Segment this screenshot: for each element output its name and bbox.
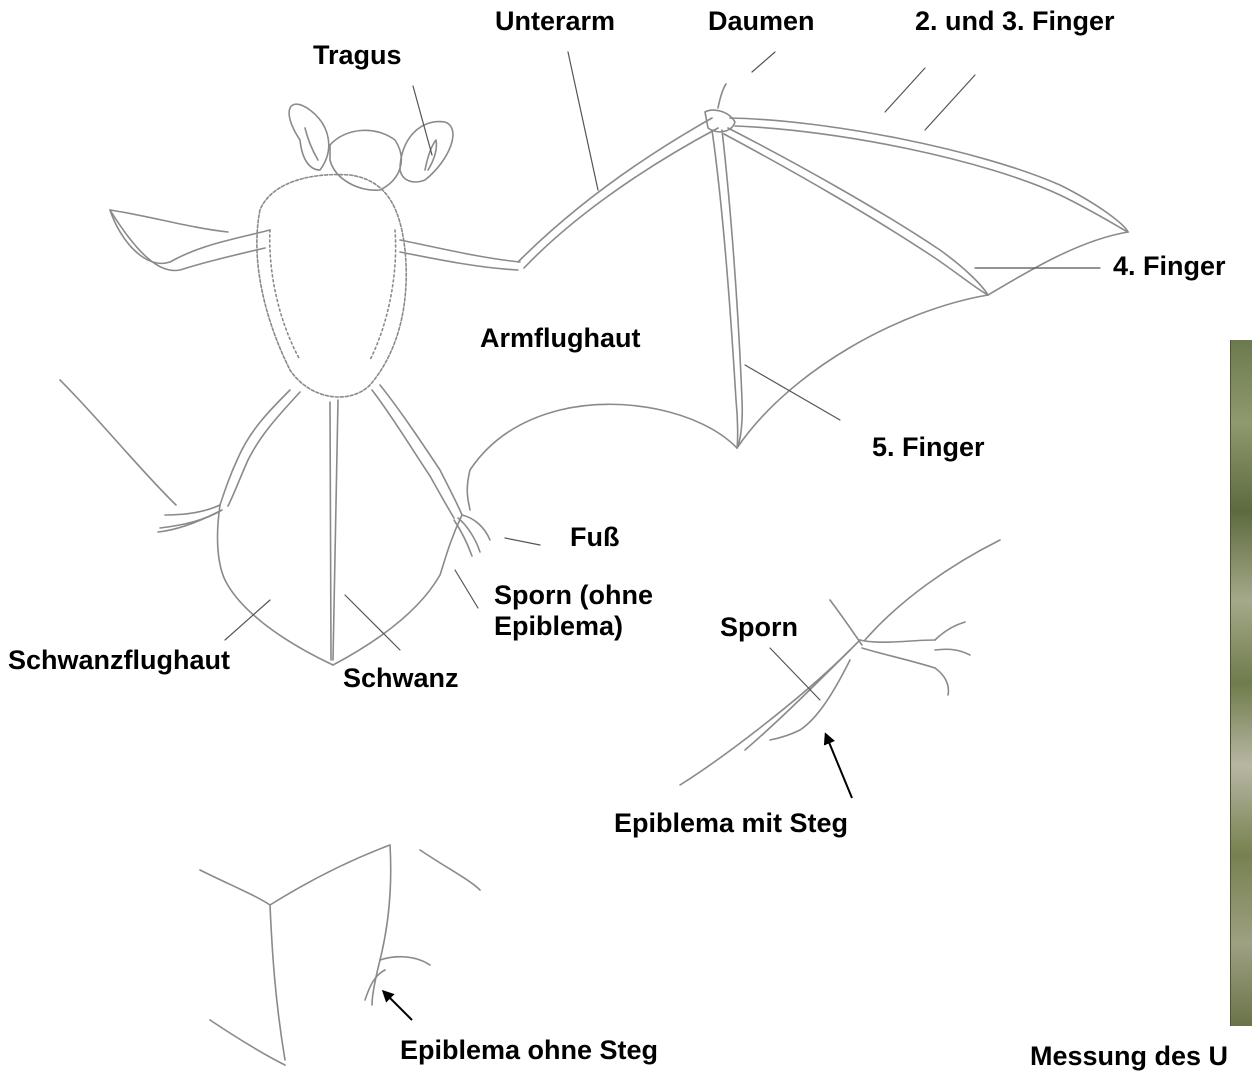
right-ear-drawing xyxy=(400,122,453,182)
arrow-epiblema-mit-steg xyxy=(826,735,852,798)
leader-tragus xyxy=(413,86,432,155)
leader-fuss xyxy=(505,538,540,545)
label-unterarm: Unterarm xyxy=(495,6,615,37)
legs-drawing xyxy=(220,385,462,518)
tragus-drawing xyxy=(425,140,436,170)
leader-sporn-ohne xyxy=(455,570,478,608)
label-sporn-ohne-line2: Epiblema) xyxy=(494,611,653,642)
label-schwanz: Schwanz xyxy=(343,663,459,694)
arm-wing-membrane-drawing xyxy=(467,232,1128,510)
arrow-epiblema-ohne-steg xyxy=(384,992,412,1020)
label-finger-2-3: 2. und 3. Finger xyxy=(915,6,1115,37)
label-tragus: Tragus xyxy=(313,40,402,71)
leader-daumen xyxy=(752,52,775,72)
label-daumen: Daumen xyxy=(708,6,815,37)
left-folded-wing-drawing xyxy=(110,210,270,271)
label-finger-4: 4. Finger xyxy=(1113,251,1226,282)
label-schwanzflughaut: Schwanzflughaut xyxy=(8,645,230,676)
label-sporn-ohne-epiblema: Sporn (ohne Epiblema) xyxy=(494,580,653,642)
forearm-measurement-photo xyxy=(1230,340,1252,1026)
label-fuss: Fuß xyxy=(570,522,619,553)
leader-unterarm xyxy=(568,52,598,190)
label-epiblema-mit-steg: Epiblema mit Steg xyxy=(614,808,848,839)
tail-corner-detail-sketch xyxy=(200,845,480,1065)
label-messung-caption: Messung des U xyxy=(1030,1041,1228,1072)
label-epiblema-ohne-steg: Epiblema ohne Steg xyxy=(400,1035,658,1066)
finger-2-3-drawing xyxy=(730,118,1128,232)
label-armflughaut: Armflughaut xyxy=(480,323,640,354)
finger-4-drawing xyxy=(728,128,988,295)
foot-detail-sketch xyxy=(680,540,1000,785)
label-sporn-ohne-line1: Sporn (ohne xyxy=(494,580,653,611)
body-drawing xyxy=(257,175,406,397)
head-drawing xyxy=(330,130,401,190)
label-sporn: Sporn xyxy=(720,612,798,643)
leader-schwanzflughaut xyxy=(225,600,270,640)
finger-5-drawing xyxy=(712,130,738,448)
tail-membrane-drawing xyxy=(60,380,462,665)
label-finger-5: 5. Finger xyxy=(872,432,985,463)
leader-sporn xyxy=(770,648,820,700)
left-foot-drawing xyxy=(158,505,222,532)
leader-finger2 xyxy=(885,68,925,112)
wrist-thumb-drawing xyxy=(705,84,735,132)
left-ear-drawing xyxy=(289,104,329,170)
tail-drawing xyxy=(333,400,338,660)
leader-finger3 xyxy=(925,75,975,130)
forearm-drawing xyxy=(400,118,718,270)
leader-finger5 xyxy=(745,365,840,420)
